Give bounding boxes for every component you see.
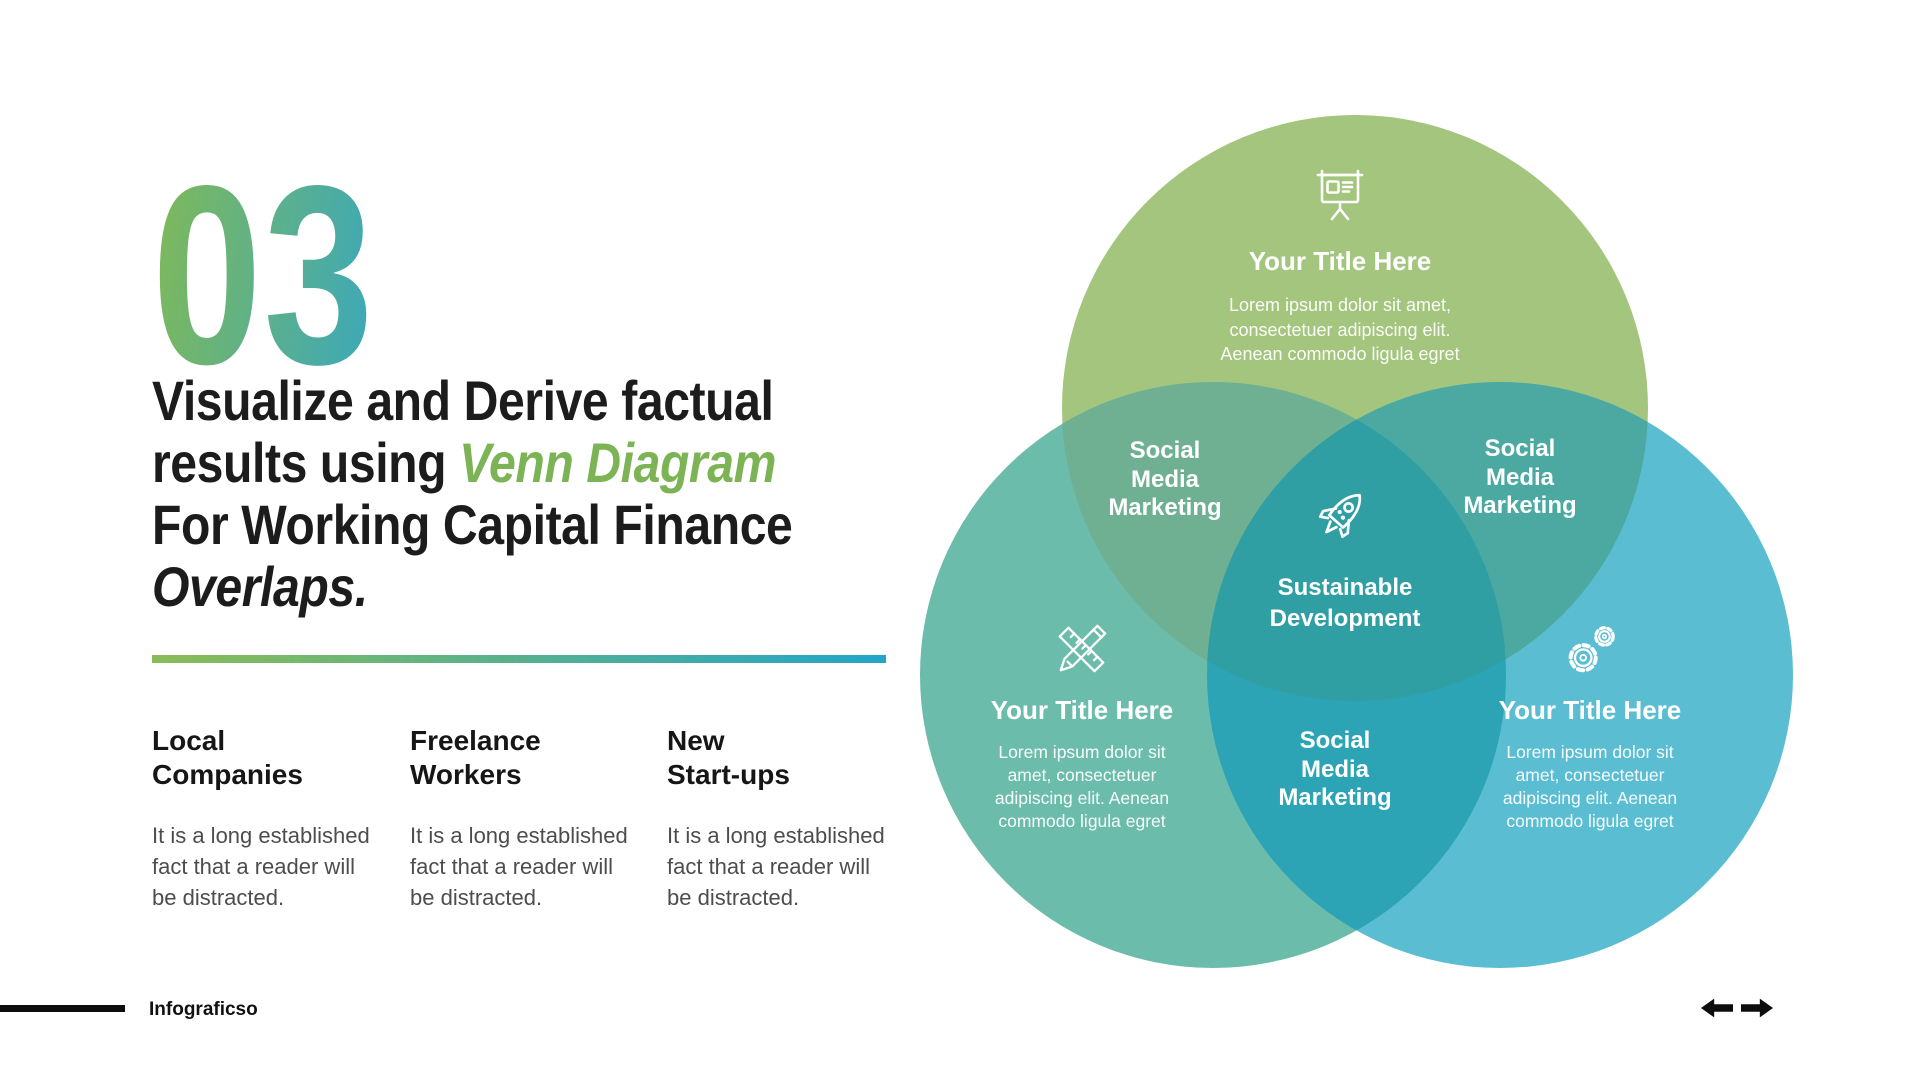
column-title: Freelance Workers	[410, 725, 541, 790]
gradient-divider	[152, 655, 886, 663]
column-body: It is a long established fact that a rea…	[667, 823, 885, 910]
venn-bottom-left-body: Lorem ipsum dolor sit amet, consectetuer…	[994, 742, 1170, 831]
overlap-label-bottom: Social Media Marketing	[1278, 727, 1392, 811]
venn-bottom-right-body: Lorem ipsum dolor sit amet, consectetuer…	[1502, 742, 1678, 831]
rocket-icon	[1318, 493, 1362, 539]
column-local-companies: Local Companies It is a long established…	[152, 724, 392, 913]
gears-icon	[1568, 626, 1615, 673]
title-line-4: Overlaps.	[152, 555, 368, 618]
overlap-label-top-right: Social Media Marketing	[1463, 435, 1577, 519]
venn-bottom-right-title: Your Title Here	[1498, 695, 1682, 725]
overlap-label-top-left: Social Media Marketing	[1108, 437, 1222, 521]
column-freelance-workers: Freelance Workers It is a long establish…	[410, 724, 650, 913]
column-title: Local Companies	[152, 725, 303, 790]
prev-arrow-icon[interactable]	[1701, 997, 1733, 1019]
venn-center-label: Sustainable Development	[1269, 574, 1421, 632]
venn-bottom-left-title: Your Title Here	[990, 695, 1174, 725]
title-line-2: results using Venn Diagram	[152, 431, 776, 494]
title-highlight: Venn Diagram	[459, 431, 776, 494]
title-line-3: For Working Capital Finance	[152, 493, 793, 556]
title-line-1: Visualize and Derive factual	[152, 369, 774, 432]
footer-accent-bar	[0, 1005, 125, 1012]
presentation-board-icon	[1316, 169, 1364, 221]
column-new-startups: New Start-ups It is a long established f…	[667, 724, 907, 913]
slide-navigation	[1701, 997, 1773, 1019]
column-body: It is a long established fact that a rea…	[410, 823, 628, 910]
venn-top-title: Your Title Here	[1248, 246, 1432, 276]
venn-top-body: Lorem ipsum dolor sit amet, consectetuer…	[1220, 295, 1460, 364]
brand-logo-text: Infograficso	[149, 999, 258, 1020]
page-title: Visualize and Derive factual results usi…	[152, 370, 926, 618]
next-arrow-icon[interactable]	[1741, 997, 1773, 1019]
section-number: 03	[152, 133, 375, 418]
pencil-ruler-icon	[1058, 624, 1107, 673]
column-title: New Start-ups	[667, 725, 790, 790]
column-body: It is a long established fact that a rea…	[152, 823, 370, 910]
